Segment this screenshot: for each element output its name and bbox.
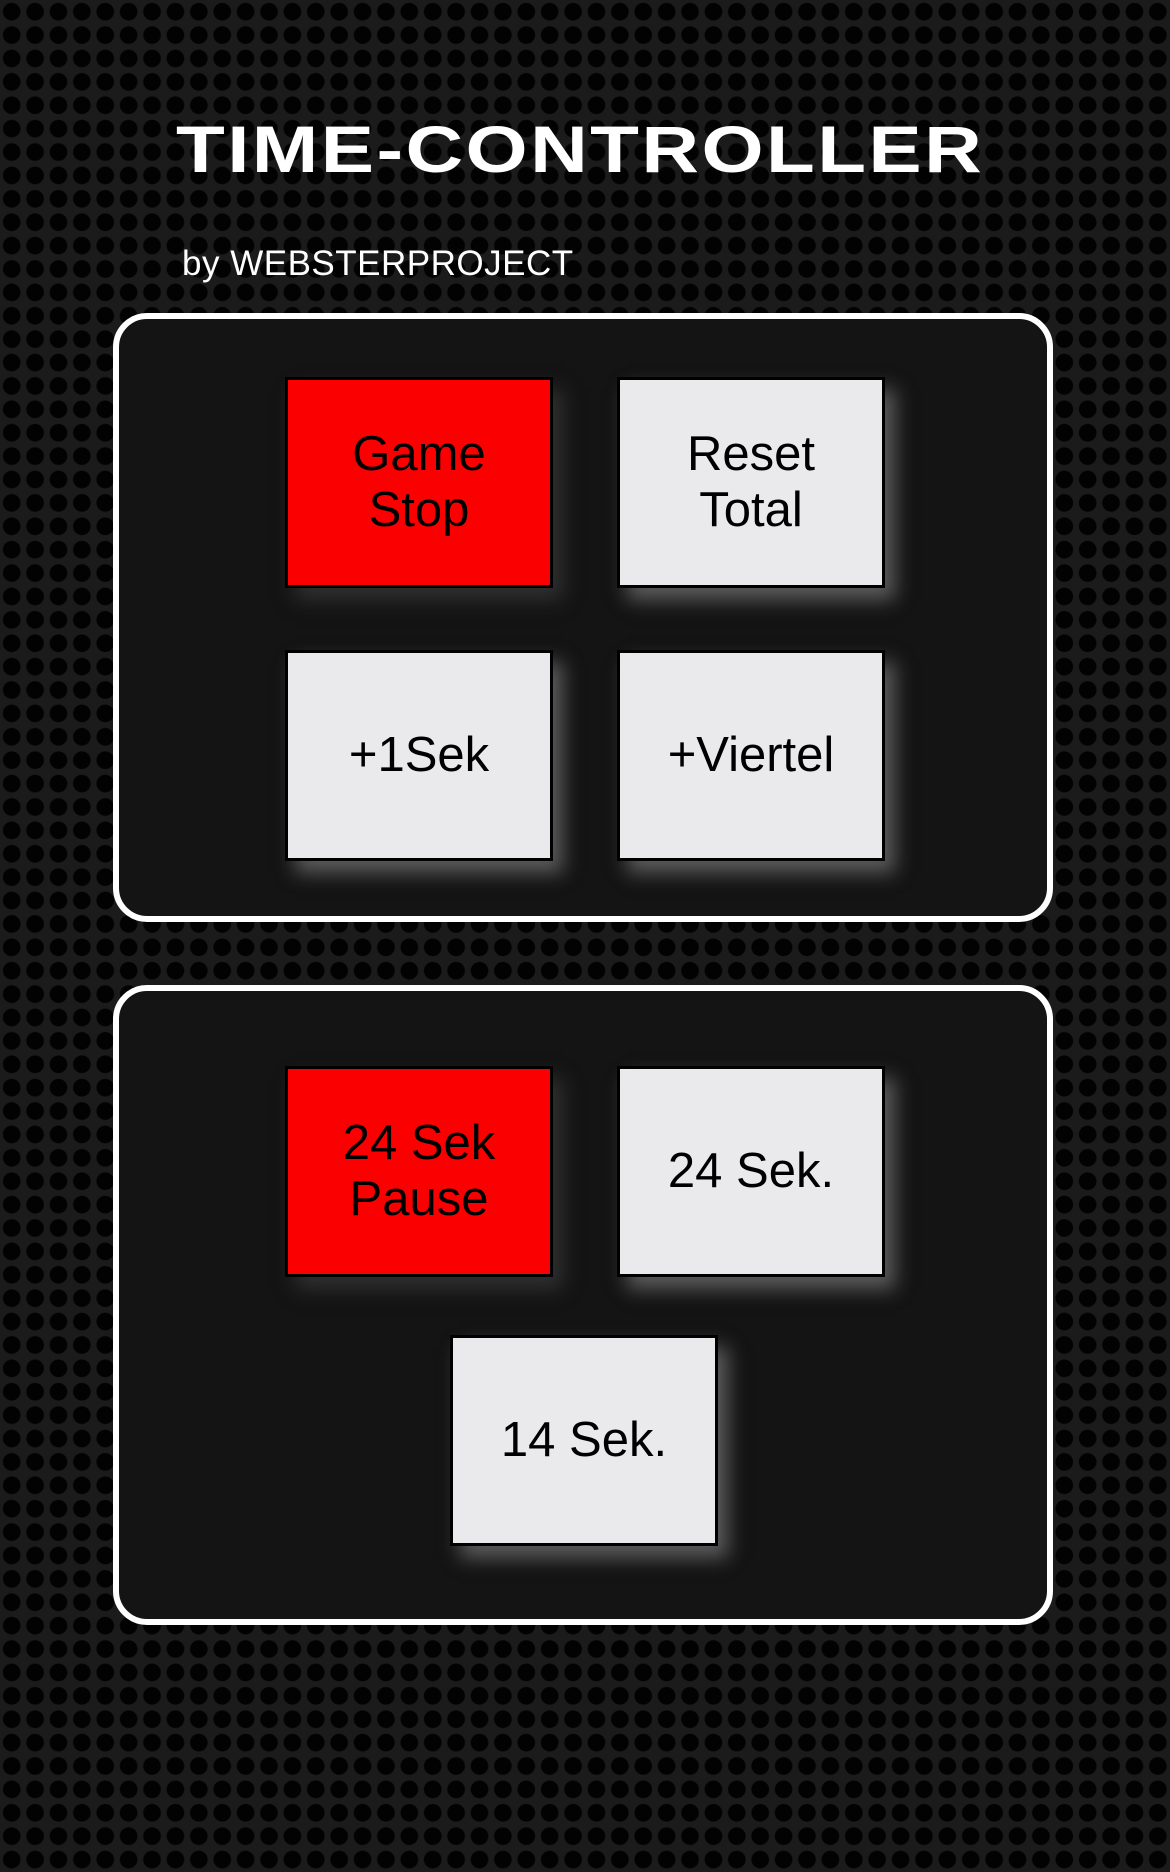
game-stop-button[interactable]: Game Stop (285, 377, 553, 588)
reset-total-button[interactable]: Reset Total (617, 377, 885, 588)
24-sek-pause-button-label: 24 Sek Pause (342, 1116, 496, 1226)
plus-1sek-button[interactable]: +1Sek (285, 650, 553, 861)
game-time-panel: Game Stop Reset Total +1Sek +Viertel (113, 313, 1053, 922)
plus-viertel-button[interactable]: +Viertel (617, 650, 885, 861)
game-stop-button-label: Game Stop (352, 427, 486, 537)
page-title: TIME-CONTROLLER (176, 112, 985, 186)
24-sek-button[interactable]: 24 Sek. (617, 1066, 885, 1277)
14-sek-button[interactable]: 14 Sek. (450, 1335, 718, 1546)
byline: by WEBSTERPROJECT (182, 244, 574, 283)
14-sek-button-label: 14 Sek. (500, 1412, 668, 1467)
plus-viertel-button-label: +Viertel (667, 727, 835, 782)
24-sek-pause-button[interactable]: 24 Sek Pause (285, 1066, 553, 1277)
plus-1sek-button-label: +1Sek (348, 727, 490, 782)
shot-clock-panel: 24 Sek Pause 24 Sek. 14 Sek. (113, 985, 1053, 1625)
24-sek-button-label: 24 Sek. (667, 1143, 835, 1198)
reset-total-button-label: Reset Total (686, 427, 815, 537)
